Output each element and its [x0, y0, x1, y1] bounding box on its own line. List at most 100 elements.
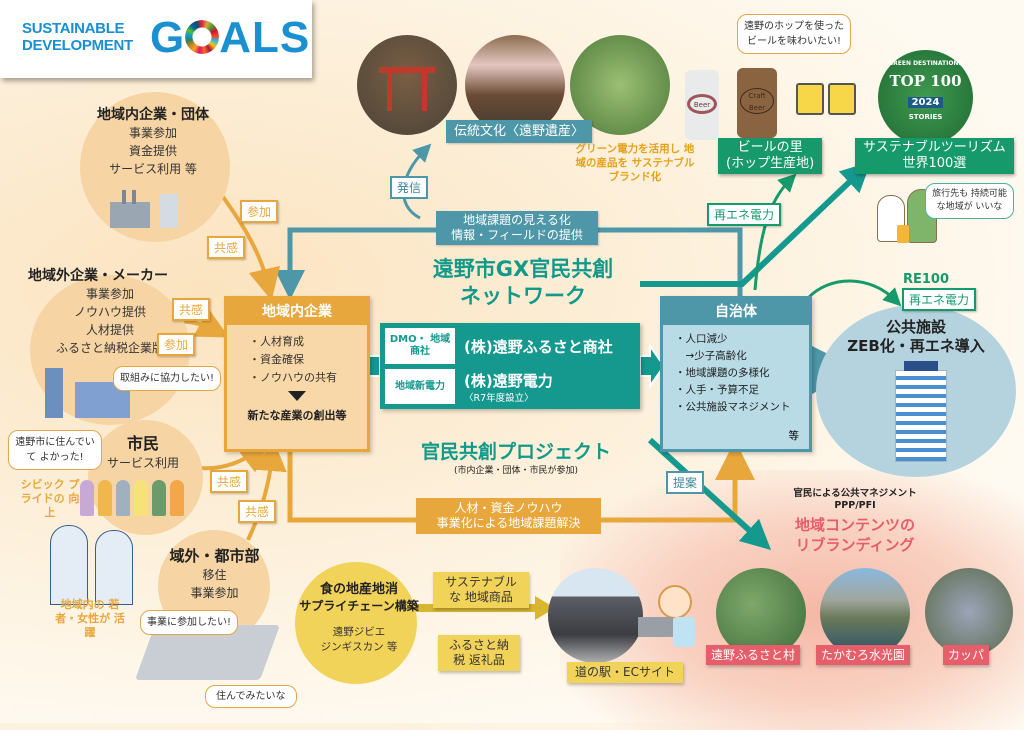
photo-roadside-station — [548, 568, 643, 663]
food-text: 食の地産地消 サプライチェーン構築 遠野ジビエ ジンギスカン 等 — [284, 578, 434, 654]
network-title: 遠野市GX官民共創 ネットワーク — [398, 256, 648, 310]
sustainable-product-banner: サステナブルな 地域商品 — [433, 572, 529, 608]
tag-sanka: 参加 — [240, 200, 279, 223]
tag-teian: 提案 — [666, 471, 705, 494]
citizens-speech-bubble: 遠野市に住んでいて よかった! — [8, 430, 102, 470]
sdg-logo: SUSTAINABLE DEVELOPMENT G ALS — [0, 0, 312, 78]
tourism-banner-line1: サステナブルツーリズム — [863, 140, 1006, 155]
rebranding-line2: リブランディング — [795, 536, 915, 554]
furusato-gift-banner: ふるさと納税 返礼品 — [438, 635, 520, 671]
citizens-title: 市民 — [126, 434, 159, 453]
woman-laptop-illustration — [638, 585, 698, 655]
external-companies-line: 事業参加 — [85, 287, 134, 301]
green-power-text: グリーン電力を活用し 地域の産品を サステナブルブランド化 — [575, 143, 695, 183]
beer-banner-line2: (ホップ生産地) — [726, 156, 815, 171]
civic-pride-text: シビック プライドの 向上 — [20, 478, 80, 519]
tag-kyokan: 共感 — [207, 236, 246, 259]
local-enterprise-list: ・人材育成 ・資金確保 ・ノウハウの共有 — [249, 333, 367, 387]
local-companies-text: 地域内企業・団体 事業参加 資金提供 サービス利用 等 — [68, 104, 238, 178]
spot-furusato-village: 遠野ふるさと村 — [706, 645, 801, 665]
external-companies-text: 地域外企業・メーカー 事業参加 ノウハウ提供 人材提供 ふるさと納税企業版 — [10, 265, 210, 357]
visualization-banner: 地域課題の見える化 情報・フィールドの提供 — [436, 211, 598, 245]
rebranding-title: 地域コンテンツの リブランディング — [760, 515, 950, 555]
goals-als: ALS — [219, 13, 311, 62]
external-companies-line: ノウハウ提供 — [73, 305, 146, 319]
youth-women-text: 地域内の 若者・女性が 活躍 — [55, 598, 125, 639]
sdg-logo-text: SUSTAINABLE DEVELOPMENT — [22, 20, 133, 54]
dmo-company-name: (株)遠野ふるさと商社 — [464, 338, 613, 356]
local-enterprise-header: 地域内企業 — [227, 299, 367, 325]
down-triangle-icon — [288, 391, 306, 401]
external-companies-line: 人材提供 — [85, 323, 134, 337]
municipality-item: ・人手・予算不足 — [675, 384, 759, 396]
external-speech-bubble: 取組みに協力したい! — [113, 366, 222, 391]
food-line: ジンギスカン 等 — [320, 641, 398, 653]
power-label: 地域新電力 — [385, 369, 455, 404]
beer-can-label: Beer — [687, 94, 717, 114]
tag-hasshin: 発信 — [390, 176, 429, 199]
citizens-line: サービス利用 — [106, 456, 179, 470]
ppp-line1: 官民による公共マネジメント — [793, 488, 917, 499]
photo-furusato-village — [716, 568, 806, 658]
citizens-arrow — [199, 440, 271, 473]
urban-arrow — [246, 439, 287, 541]
badge-year: 2024 — [907, 97, 944, 108]
municipality-item: ・地域課題の多様化 — [675, 367, 770, 379]
network-companies-box: DMO・ 地域商社 (株)遠野ふるさと商社 地域新電力 (株)遠野電力 〈R7年… — [380, 323, 640, 409]
beer-mugs-icon — [792, 75, 862, 115]
solution-banner-line2: 事業化による地域課題解決 — [436, 516, 581, 530]
tag-kyokan: 共感 — [172, 298, 211, 321]
urban-speech-bubble: 事業に参加したい! — [140, 610, 239, 635]
citizens-illustration — [80, 480, 200, 516]
sdg-line1: SUSTAINABLE — [22, 20, 125, 37]
food-circle — [295, 562, 417, 684]
municipality-item: ・人口減少 — [675, 333, 728, 345]
solution-banner-line1: 人材・資金ノウハウ — [454, 501, 563, 515]
municipality-item: →少子高齢化 — [675, 350, 747, 362]
local-companies-arrow — [216, 188, 281, 301]
citizens-text: 市民 サービス利用 — [88, 430, 198, 472]
ppp-text: 官民による公共マネジメント PPP/PFI — [760, 488, 950, 512]
beer-power-arrow — [753, 173, 797, 291]
municipality-etc: 等 — [788, 430, 800, 442]
beer-speech-bubble: 遠野のホップを使った ビールを味わいたい! — [737, 14, 851, 54]
local-enterprise-item: ・人材育成 — [249, 335, 304, 348]
badge-bottom-text: STORIES — [908, 113, 943, 121]
network-title-line1: 遠野市GX官民共創 — [432, 257, 614, 281]
re100-arrow — [806, 279, 902, 307]
tag-saiene: 再エネ電力 — [707, 203, 782, 226]
tag-kyokan: 共感 — [210, 470, 249, 493]
dmo-label: DMO・ 地域商社 — [385, 328, 455, 364]
tag-saiene-re100: 再エネ電力 — [902, 288, 977, 311]
tag-sanka: 参加 — [157, 333, 196, 356]
beer-banner: ビールの里 (ホップ生産地) — [718, 138, 823, 174]
food-title-line2: サプライチェーン構築 — [299, 599, 419, 613]
ppp-line2: PPP/PFI — [834, 500, 876, 511]
photo-torii — [357, 35, 457, 135]
spot-kappa: カッパ — [943, 645, 990, 665]
local-enterprise-box: 地域内企業 ・人材育成 ・資金確保 ・ノウハウの共有 新たな産業の創出等 — [224, 296, 370, 452]
craft-beer-can-icon: Craft Beer — [737, 68, 777, 138]
tourism-banner-line2: 世界100選 — [902, 156, 967, 171]
solution-banner: 人材・資金ノウハウ 事業化による地域課題解決 — [416, 498, 601, 534]
urban-text: 域外・都市部 移住 事業参加 — [152, 545, 277, 602]
rebranding-line1: 地域コンテンツの — [794, 516, 915, 534]
local-companies-line: サービス利用 等 — [109, 162, 197, 176]
goals-g: G — [150, 13, 186, 62]
beer-can-icon: Beer — [685, 70, 719, 140]
sdg-goals-wordmark: G ALS — [150, 14, 310, 62]
tag-kyokan: 共感 — [238, 500, 277, 523]
beer-banner-line1: ビールの里 — [737, 140, 803, 155]
green-destinations-badge: GREEN DESTINATIONS TOP 100 2024 STORIES — [878, 50, 973, 145]
power-company-sub: 〈R7年度設立〉 — [464, 393, 534, 404]
photo-kappa — [925, 568, 1013, 656]
sdg-wheel-icon — [185, 20, 220, 55]
public-facility-line2: ZEB化・再エネ導入 — [847, 337, 985, 355]
craft-beer-label: Craft Beer — [740, 88, 774, 114]
urban-line: 移住 — [202, 568, 227, 582]
photo-shrine — [465, 35, 565, 135]
project-subtitle: (市内企業・団体・市民が参加) — [453, 466, 579, 476]
network-title-line2: ネットワーク — [460, 284, 586, 308]
municipality-list: ・人口減少 →少子高齢化 ・地域課題の多様化 ・人手・予算不足 ・公共施設マネジ… — [675, 331, 809, 416]
external-companies-title: 地域外企業・メーカー — [28, 268, 168, 284]
